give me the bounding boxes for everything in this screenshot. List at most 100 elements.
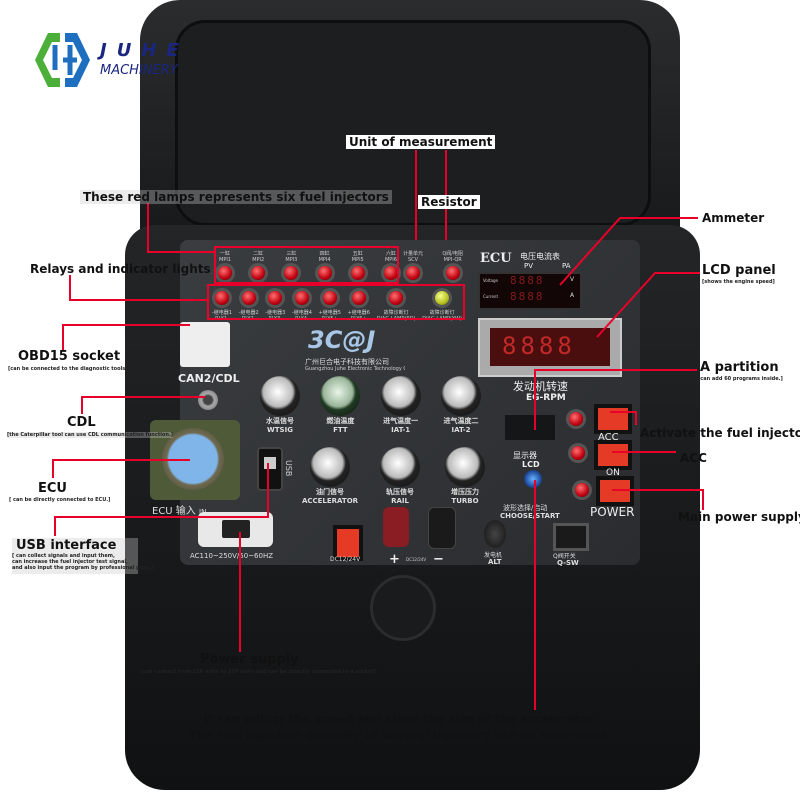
annotation-acc: ACC bbox=[680, 451, 707, 465]
can-cdl-label: CAN2/CDL bbox=[178, 372, 240, 385]
q-valve-switch[interactable] bbox=[553, 523, 589, 551]
rpm-lcd-panel: 8888 bbox=[478, 318, 622, 377]
choose-label-en: CHOOSE/START bbox=[500, 512, 560, 520]
alt-label-en: ALT bbox=[488, 558, 502, 566]
dc-terminal-label: DC12/24V bbox=[406, 557, 427, 562]
meter-voltage-label: Voltage bbox=[483, 278, 499, 283]
acc-indicator-lamp bbox=[571, 446, 585, 460]
line-ammeter bbox=[559, 217, 698, 286]
line-red-lamps bbox=[147, 203, 215, 253]
obd15-socket[interactable] bbox=[180, 322, 230, 367]
qsw-label-en: Q-SW bbox=[557, 559, 579, 567]
line-cdl bbox=[81, 396, 205, 414]
annotation-ecu-sub: [ can be directly connected to ECU.] bbox=[9, 497, 111, 503]
annotation-lcd-panel: LCD panel bbox=[702, 263, 776, 278]
annotation-usb: USB interface bbox=[16, 538, 117, 553]
line-lcd bbox=[596, 272, 700, 338]
annotation-cdl: CDL bbox=[67, 415, 96, 430]
meter-current-digits: 8888 bbox=[510, 290, 545, 303]
company-name-en: Guangzhou Juhe Electronic Technology Co. bbox=[305, 366, 405, 372]
annotation-usb-sub-2: can increase the fuel injector test sign… bbox=[12, 559, 128, 565]
activate-indicator-lamp bbox=[569, 412, 583, 426]
annotation-partition: A partition bbox=[700, 360, 779, 375]
lcd-select-knob[interactable] bbox=[524, 470, 542, 488]
alt-button[interactable] bbox=[484, 520, 506, 548]
usb-port[interactable] bbox=[257, 447, 283, 491]
cdl-connector[interactable] bbox=[198, 390, 218, 410]
meter-title-cn: 电压电流表 bbox=[520, 252, 560, 261]
positive-terminal[interactable] bbox=[383, 507, 409, 547]
line-main-power bbox=[612, 489, 704, 510]
annotation-power-supply: Power supply bbox=[200, 652, 299, 667]
annotation-cdl-sub: [the Caterpillar tool can use CDL commun… bbox=[7, 432, 174, 438]
acc-switch[interactable] bbox=[594, 440, 632, 470]
logo-brand-top: JUHE bbox=[100, 40, 189, 61]
annotation-bottom-line-2: The fuel injection quantity of several i… bbox=[189, 728, 611, 742]
injector-highlight-box bbox=[214, 246, 399, 284]
juhe-logo-icon bbox=[35, 33, 90, 87]
meter-v-unit: V bbox=[570, 276, 575, 283]
case-latch bbox=[370, 575, 436, 641]
display-label-en: LCD bbox=[522, 460, 540, 469]
annotation-red-lamps: These red lamps represents six fuel inje… bbox=[80, 190, 392, 204]
activate-injector-switch[interactable] bbox=[594, 404, 632, 434]
company-name-cn: 广州巨合电子科技有限公司 bbox=[305, 358, 389, 366]
line-ecu bbox=[52, 459, 190, 478]
acc-label: ACC bbox=[598, 432, 619, 443]
annotation-obd15-sub: [can be connected to the diagnostic tool… bbox=[8, 366, 128, 372]
usb-annotation-block: USB interface [ can collect signals and … bbox=[12, 538, 154, 574]
rpm-digits: 8888 bbox=[502, 332, 576, 360]
power-label: POWER bbox=[590, 505, 635, 519]
partition-slot bbox=[505, 415, 555, 440]
line-obd bbox=[62, 324, 190, 350]
annotation-ammeter: Ammeter bbox=[702, 211, 765, 225]
case-lid-inner bbox=[175, 20, 651, 226]
line-usb bbox=[54, 463, 269, 536]
dc-power-switch[interactable] bbox=[333, 525, 363, 561]
choose-label-cn: 波形选择/启动 bbox=[503, 504, 548, 512]
annotation-usb-sub-3: and also input the program by profession… bbox=[12, 565, 154, 571]
rpm-label-en: EG-RPM bbox=[526, 393, 566, 403]
line-partition bbox=[534, 369, 697, 430]
juhe-logo: JUHE MACHINERY bbox=[30, 30, 179, 94]
meter-current-label: Current bbox=[483, 294, 499, 299]
meter-pv: PV bbox=[524, 262, 534, 270]
annotation-lcd-panel-sub: [shows the engine speed] bbox=[702, 279, 775, 285]
meter-a-unit: A bbox=[570, 292, 575, 299]
dc-label: DC12/24V bbox=[330, 556, 361, 563]
device-brand-logo: 3C@J bbox=[308, 326, 376, 354]
relay-highlight-box bbox=[207, 284, 465, 320]
annotation-relays: Relays and indicator lights bbox=[30, 262, 211, 276]
annotation-unit-of-measurement: Unit of measurement bbox=[346, 135, 496, 149]
annotation-resistor: Resistor bbox=[418, 195, 480, 209]
alt-label-cn: 发电机 bbox=[484, 552, 503, 559]
negative-terminal[interactable] bbox=[428, 507, 456, 549]
annotation-main-power: Main power supply bbox=[678, 510, 800, 524]
logo-brand-bottom: MACHINERY bbox=[100, 63, 178, 78]
power-indicator-lamp bbox=[575, 483, 589, 497]
meter-title: ECU bbox=[480, 251, 512, 266]
annotation-activate: Activate the fuel injector bbox=[640, 426, 800, 440]
on-label: ON bbox=[606, 468, 620, 478]
meter-voltage-digits: 8888 bbox=[510, 274, 545, 287]
line-relays bbox=[69, 275, 208, 301]
annotation-partition-sub: [can add 60 programs inside.] bbox=[698, 376, 783, 382]
